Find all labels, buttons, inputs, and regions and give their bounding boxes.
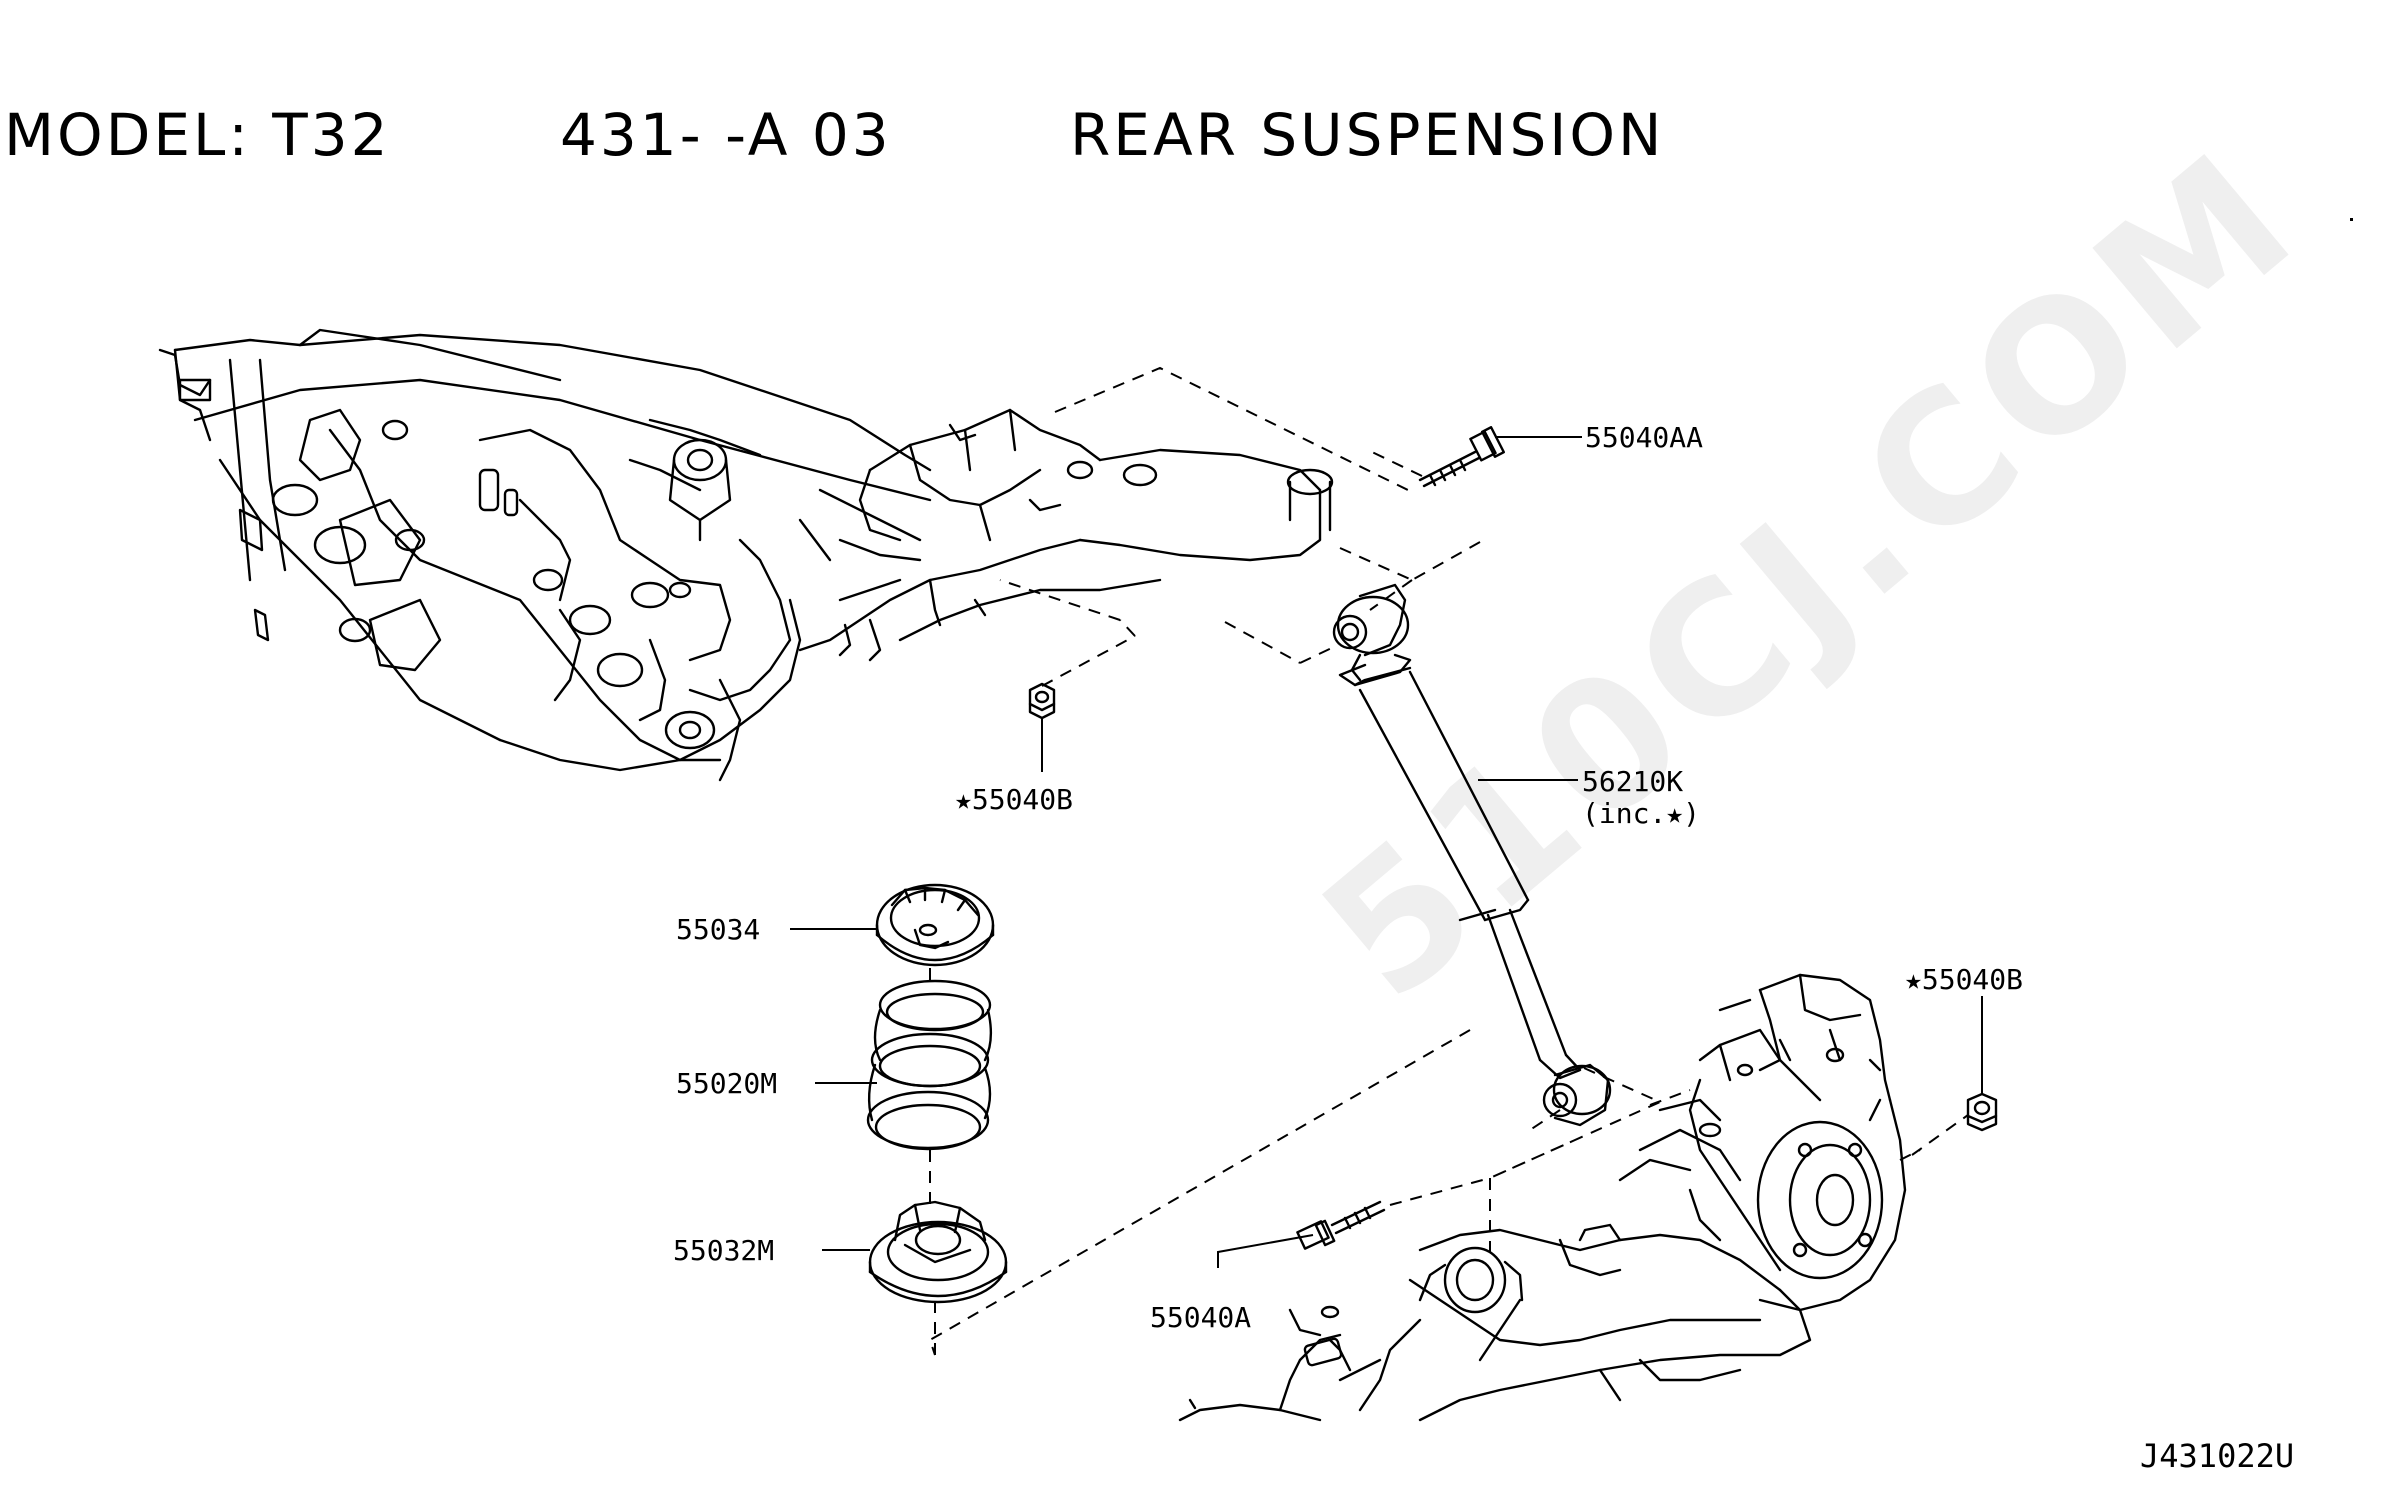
part-label-55032m[interactable]: 55032M xyxy=(673,1234,775,1267)
nut-55040b-lower xyxy=(1966,1092,1998,1132)
lower-link-arm xyxy=(1178,1223,1812,1422)
shock-absorber-56210k xyxy=(1332,583,1612,1127)
leader-lines xyxy=(790,436,1983,1268)
part-label-56210k-note: (inc.★) xyxy=(1582,797,1701,830)
part-label-55040b-upper[interactable]: ★55040B xyxy=(955,783,1074,816)
bolt-55040a xyxy=(1296,1200,1386,1250)
section-title: REAR SUSPENSION xyxy=(1070,101,1665,169)
part-label-55040a[interactable]: 55040A xyxy=(1150,1301,1252,1334)
nut-55040b-upper xyxy=(1028,682,1056,720)
spring-seat-lower-55032m xyxy=(868,1200,1008,1304)
diagram-code: J431022U xyxy=(2140,1437,2295,1475)
part-label-56210k[interactable]: 56210K xyxy=(1582,765,1684,798)
upper-link-arm xyxy=(798,408,1334,662)
stray-dot xyxy=(2350,218,2353,221)
rear-subframe xyxy=(158,328,932,782)
bracket-outline xyxy=(1478,998,1752,1362)
coil-spring-55020m xyxy=(866,979,993,1151)
spring-seat-upper-55034 xyxy=(875,883,995,967)
bolt-55040aa xyxy=(1418,426,1506,488)
part-label-55040b-lower[interactable]: ★55040B xyxy=(1905,963,2024,996)
part-label-55020m[interactable]: 55020M xyxy=(676,1067,778,1100)
model-label: MODEL: T32 xyxy=(4,101,391,169)
rear-knuckle xyxy=(1618,973,1907,1312)
section-code: 431- -A 03 xyxy=(560,101,892,169)
part-label-55034[interactable]: 55034 xyxy=(676,913,761,946)
part-label-55040aa[interactable]: 55040AA xyxy=(1585,421,1704,454)
reference-lines xyxy=(928,366,1969,1356)
